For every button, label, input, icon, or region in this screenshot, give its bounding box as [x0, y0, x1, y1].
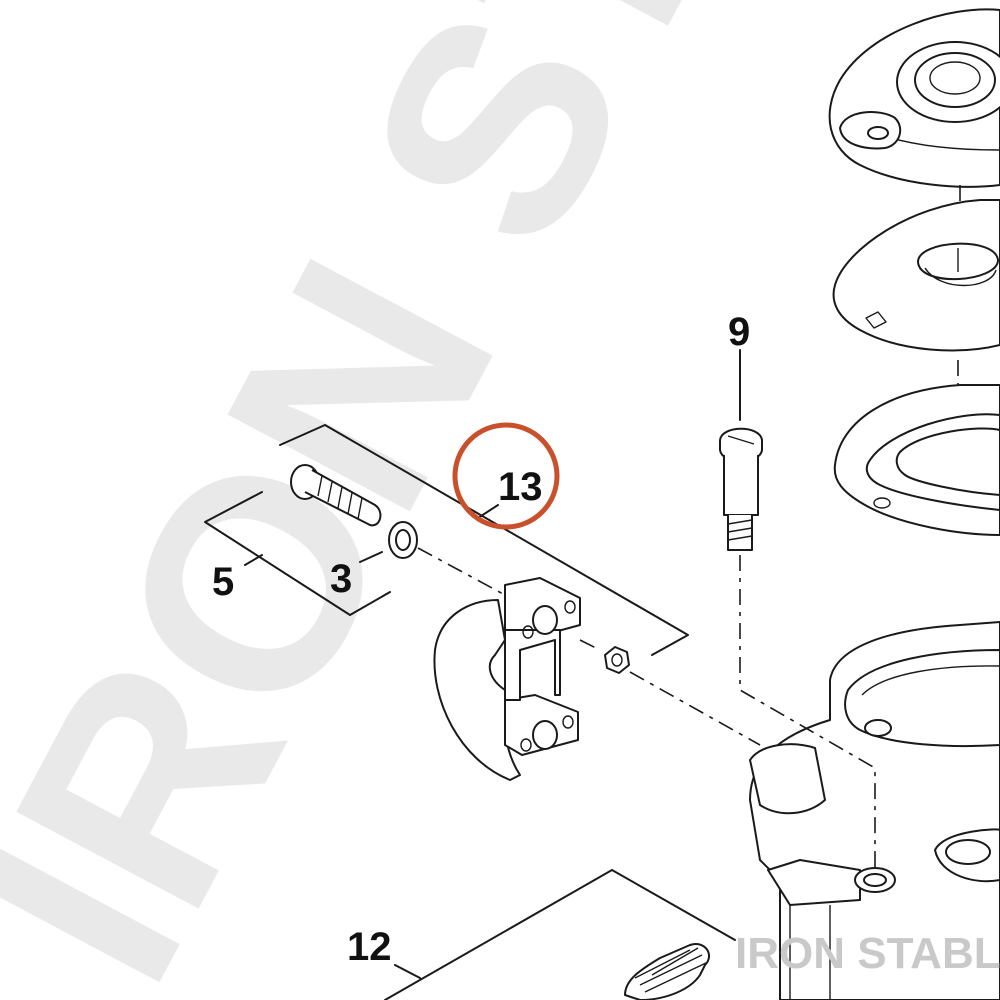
bracket-12	[384, 869, 736, 1000]
bracket-13	[279, 424, 689, 656]
screw	[290, 464, 382, 527]
leader-3	[359, 551, 383, 563]
leader-5	[244, 554, 263, 566]
watermark-large: IRON ST	[0, 0, 778, 1000]
leader-13	[477, 504, 499, 519]
hex-insert	[604, 646, 630, 674]
diaphragm-plate	[832, 199, 1000, 352]
rubber-diaphragm	[833, 384, 1000, 536]
shoulder-bolt	[719, 427, 763, 551]
callout-label-9: 9	[728, 310, 750, 354]
bracket-5	[204, 491, 391, 616]
watermark-small: IRON STABLE	[735, 929, 1000, 978]
callout-label-5: 5	[212, 560, 234, 604]
callout-label-13: 13	[498, 465, 543, 509]
handlebar-clamp	[433, 577, 581, 781]
highlight-circle	[452, 422, 560, 530]
spring	[624, 943, 710, 1000]
reservoir-cover	[828, 8, 1000, 188]
axis-line-bolt	[739, 555, 876, 870]
axis-line-assembly	[417, 547, 506, 596]
washer	[388, 521, 418, 559]
callout-label-3: 3	[330, 557, 352, 601]
callout-label-12: 12	[347, 925, 392, 969]
master-cylinder-body	[749, 621, 1000, 1000]
